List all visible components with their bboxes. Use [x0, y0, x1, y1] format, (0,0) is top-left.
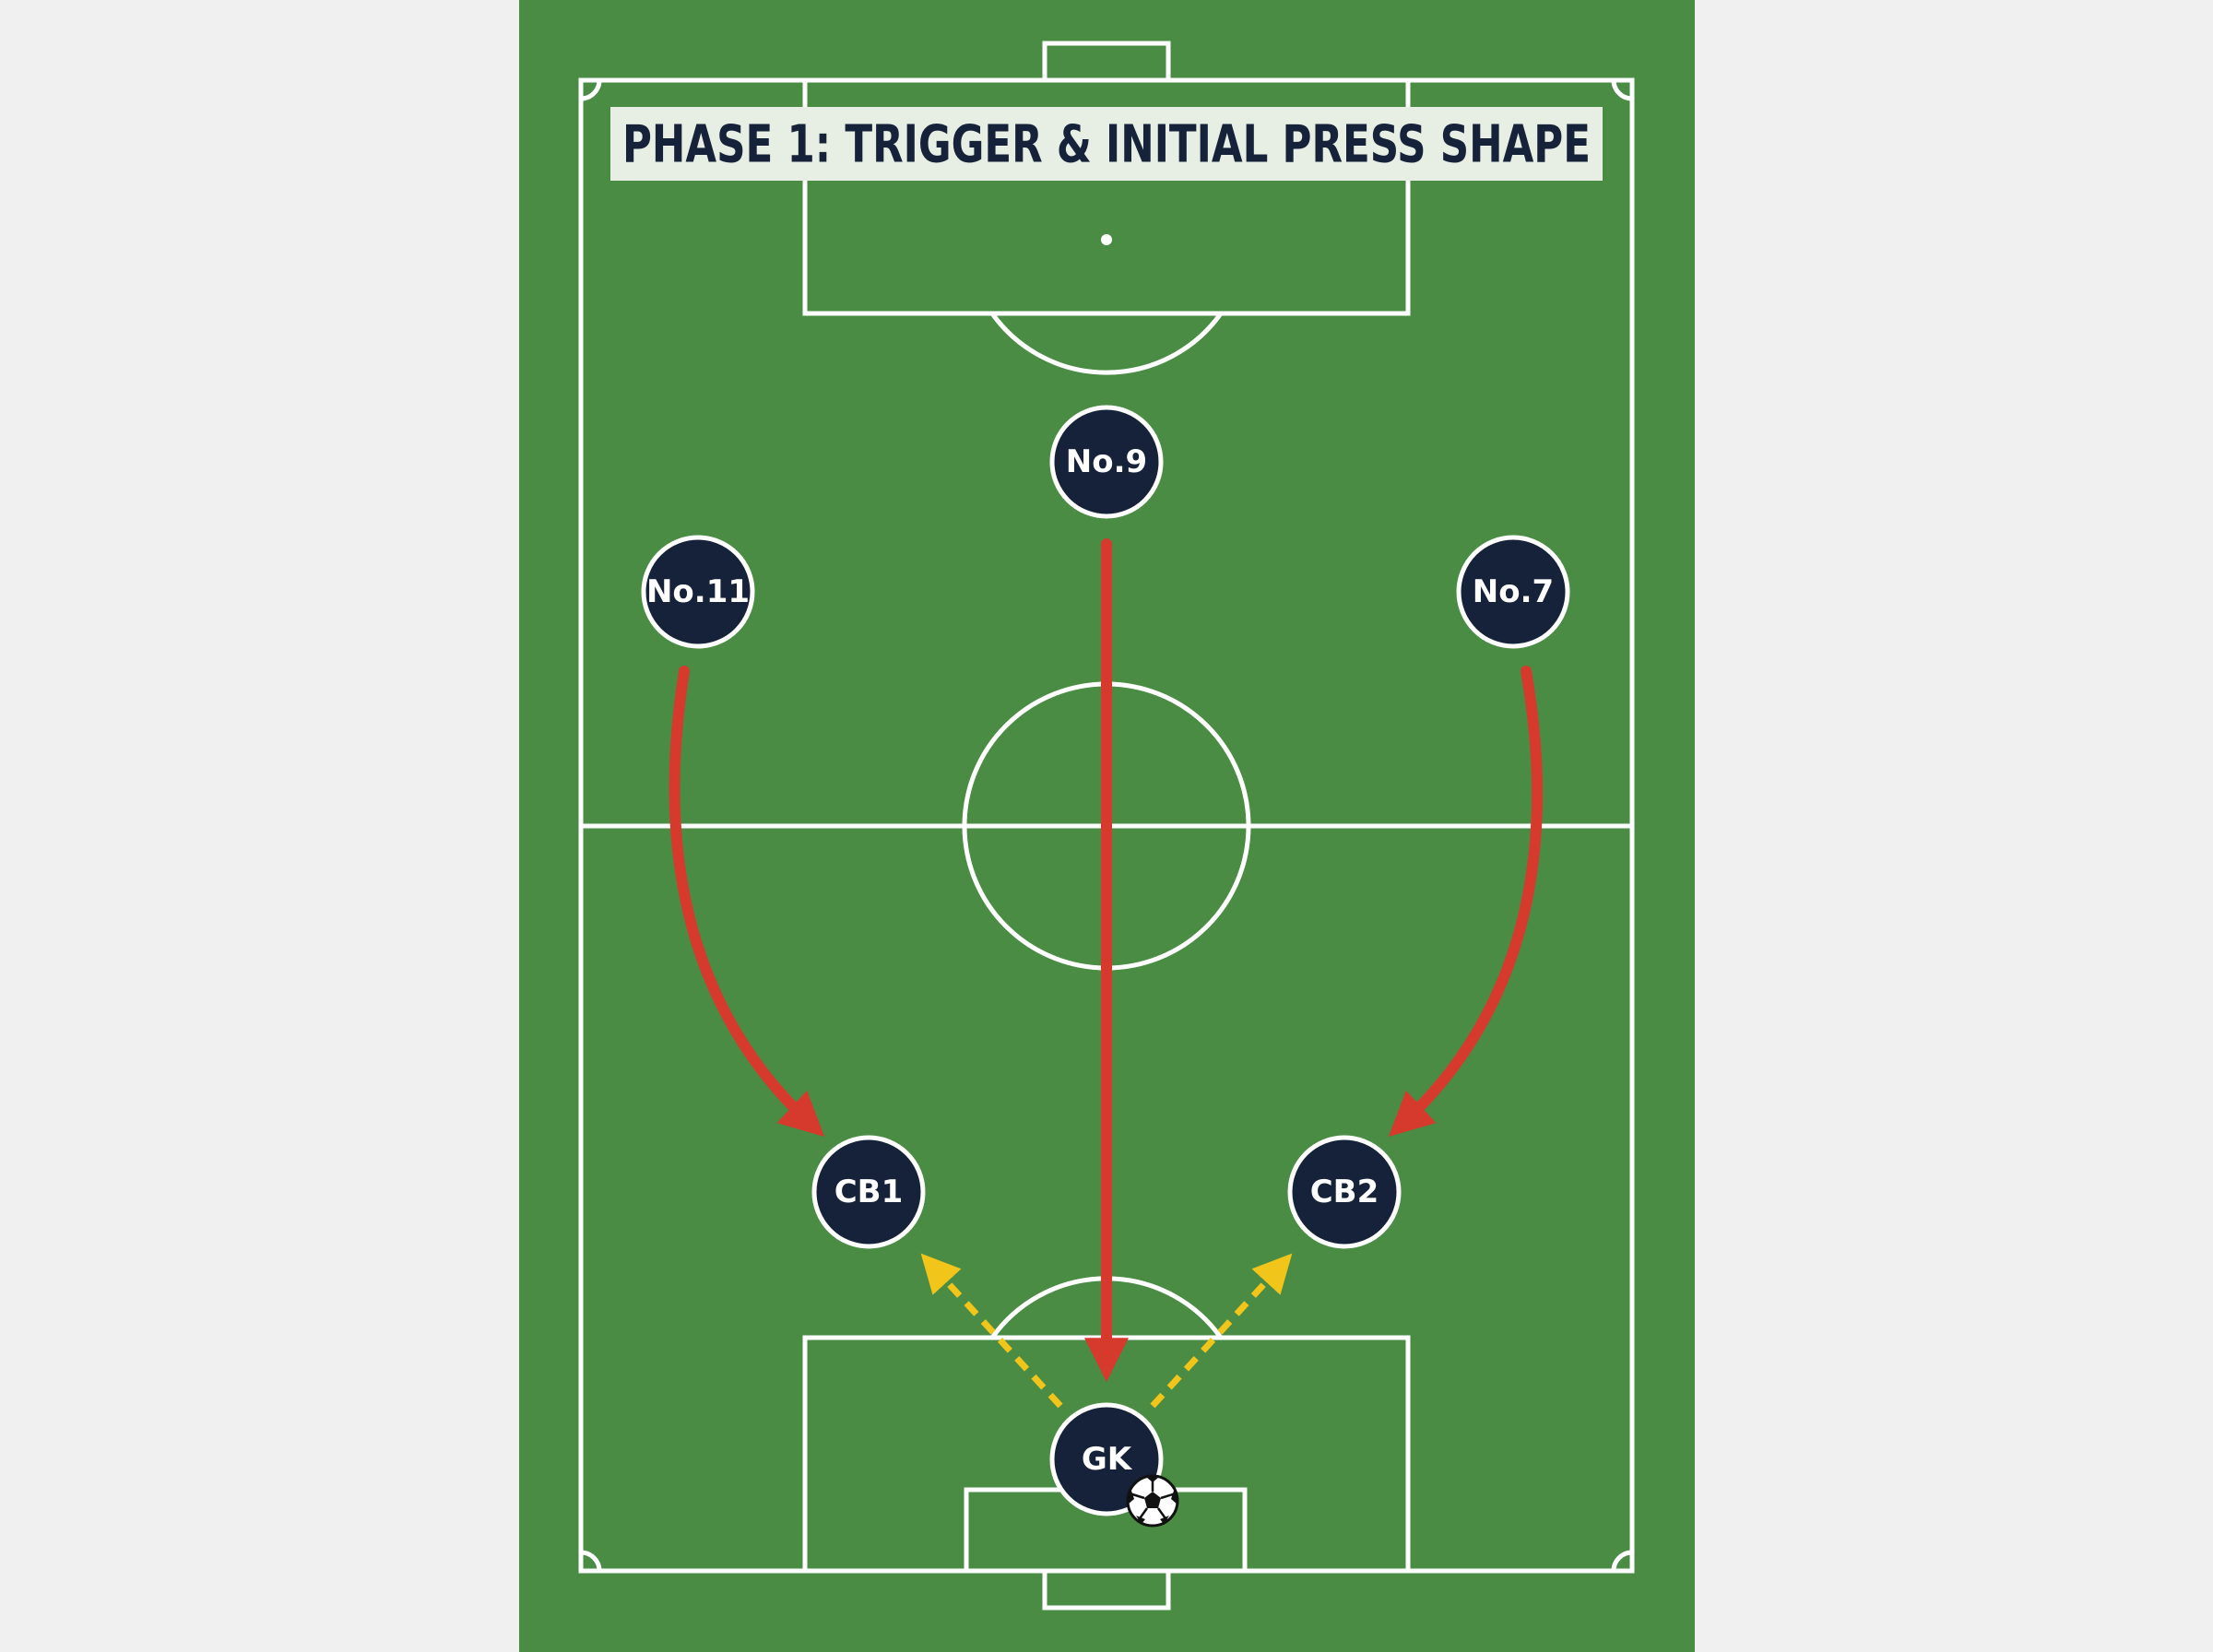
- pitch-markings: [578, 41, 1635, 1611]
- bottom-goal: [1042, 1568, 1171, 1611]
- corner-arc-top-right: [1611, 79, 1633, 101]
- player-label: GK: [1082, 1441, 1133, 1478]
- player-label: No.9: [1066, 443, 1147, 480]
- passing-options: [920, 1253, 1293, 1409]
- title-banner: [610, 107, 1603, 181]
- top-penalty-arc: [989, 312, 1224, 375]
- top-goal: [1042, 41, 1171, 83]
- player-marker: [1049, 405, 1164, 519]
- player-marker: [1287, 1135, 1402, 1249]
- pass-option-gk-to-cb1: [920, 1253, 1063, 1409]
- soccer-ball-icon: [1126, 1474, 1179, 1528]
- press-runs: [669, 538, 1543, 1383]
- player-no7: No.7: [1456, 535, 1570, 649]
- player-label: No.11: [646, 573, 750, 610]
- diagram-title: PHASE 1: TRIGGER & INITIAL PRESS SHAPE: [622, 115, 1591, 175]
- player-cb1: CB1: [811, 1135, 926, 1249]
- pass-option-gk-to-cb2: [1150, 1253, 1293, 1409]
- corner-arc-bottom-right: [1611, 1550, 1633, 1572]
- corner-arc-bottom-left: [580, 1550, 602, 1572]
- player-cb2: CB2: [1287, 1135, 1402, 1249]
- player-no11: No.11: [641, 535, 755, 649]
- player-label: CB1: [834, 1174, 904, 1210]
- player-no9: No.9: [1049, 405, 1164, 519]
- player-marker: [1456, 535, 1570, 649]
- press-run-no11-to-cb1: [669, 666, 825, 1138]
- player-label: CB2: [1310, 1174, 1379, 1210]
- corner-arc-top-left: [580, 79, 602, 101]
- press-run-no7-to-cb2: [1388, 666, 1543, 1138]
- player-marker: [641, 535, 755, 649]
- top-penalty-spot: [1101, 234, 1112, 245]
- player-label: No.7: [1473, 573, 1554, 610]
- player-marker: [811, 1135, 926, 1249]
